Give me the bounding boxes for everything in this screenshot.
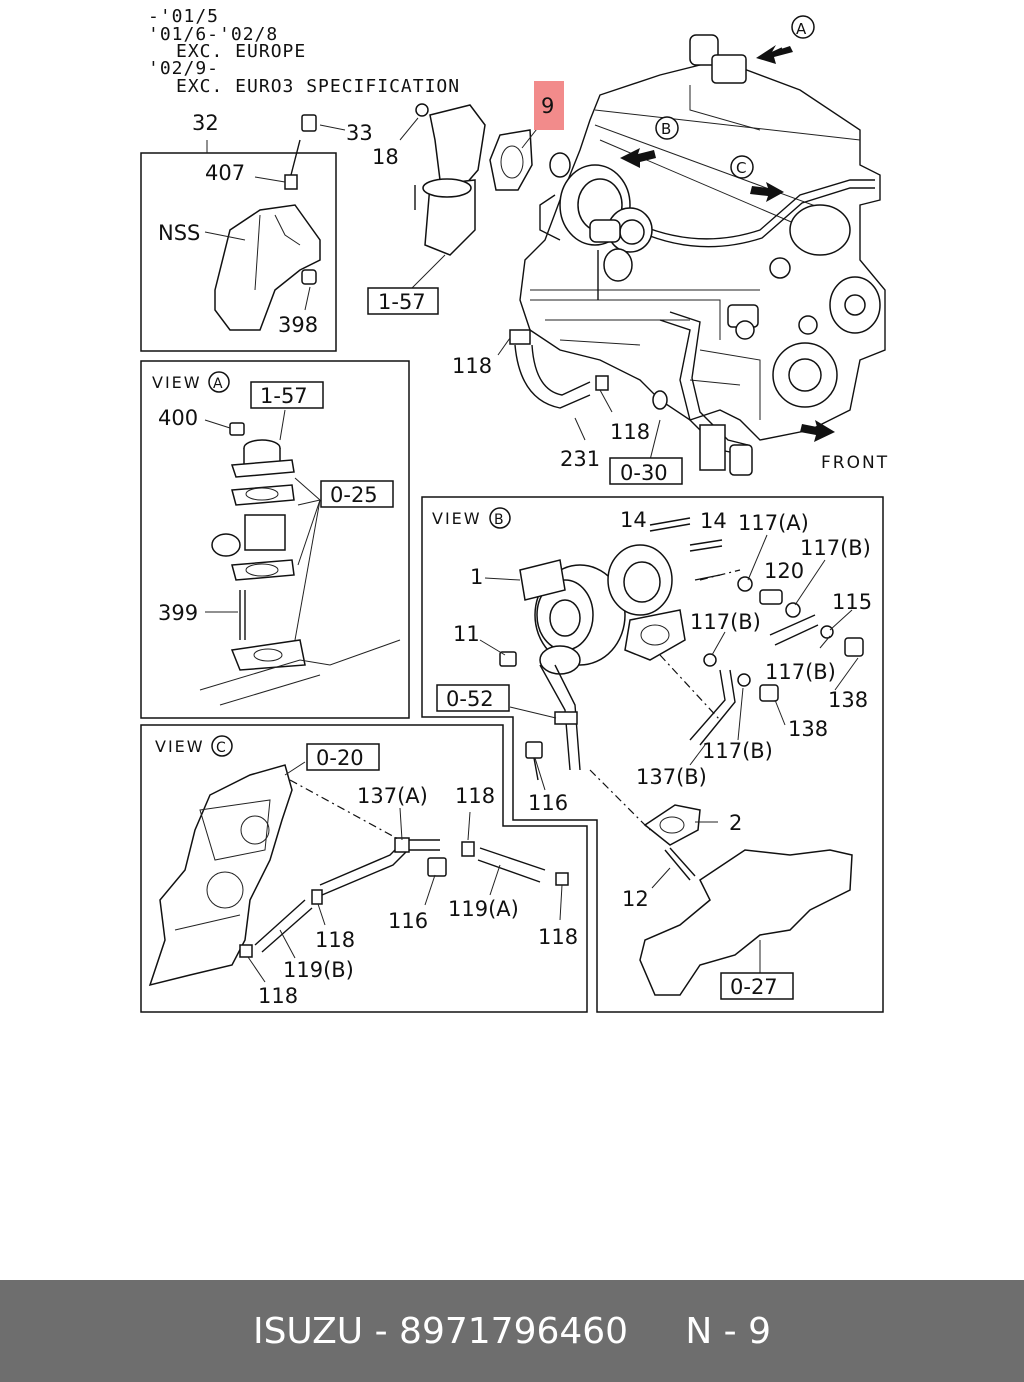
ref-label-0-52[interactable]: 0-52 [446,687,494,711]
view-c [140,724,588,1013]
part-label-2[interactable]: 2 [729,811,742,835]
arrow-a-label: A [796,20,807,38]
ref-box-0-27 [720,972,794,1000]
parts-diagram: -'01/5 '01/6-'02/8 EXC. EUROPE '02/9- EX… [140,6,889,1013]
part-label-18[interactable]: 18 [372,145,399,169]
ref-box-0-52 [436,684,510,712]
part-label-1[interactable]: 1 [470,565,483,589]
part-label-9[interactable]: 9 [541,94,554,118]
part-label-11[interactable]: 11 [453,622,480,646]
part-number: 8971796460 [399,1310,629,1352]
part-label-399[interactable]: 399 [158,601,198,625]
ref-label-0-25[interactable]: 0-25 [330,483,378,507]
view-a-title: VIEW [152,373,202,392]
part-label-117a[interactable]: 117(A) [738,511,809,535]
ref-label-0-27[interactable]: 0-27 [730,975,778,999]
part-label-nss[interactable]: NSS [158,221,200,245]
part-label-118-c3[interactable]: 118 [315,928,355,952]
part-label-115[interactable]: 115 [832,590,872,614]
ref-label-0-30[interactable]: 0-30 [620,461,668,485]
part-label-119b[interactable]: 119(B) [283,958,354,982]
view-b-letter: B [494,512,504,528]
front-label: FRONT [821,453,889,473]
part-label-118-c2[interactable]: 118 [538,925,578,949]
part-label-137a[interactable]: 137(A) [357,784,428,808]
view-a [140,360,410,719]
ref-label-1-57[interactable]: 1-57 [378,290,426,314]
part-label-138-a[interactable]: 138 [828,688,868,712]
part-label-231[interactable]: 231 [560,447,600,471]
diagram-page: N - 9 [685,1310,772,1352]
part-label-138-b[interactable]: 138 [788,717,828,741]
part-label-14-a[interactable]: 14 [620,508,647,532]
ref-box-a-1-57 [250,381,324,409]
part-label-118-c4[interactable]: 118 [258,984,298,1008]
highlight-part-9 [534,81,564,130]
part-label-14-b[interactable]: 14 [700,509,727,533]
engine-drawing: A B C [399,15,886,476]
view-c-title: VIEW [155,737,205,756]
note-line-5: EXC. EURO3 SPECIFICATION [176,76,460,97]
note-line-1: -'01/5 [148,6,219,27]
note-line-2: '01/6-'02/8 [148,24,278,45]
part-label-117b-2[interactable]: 117(B) [690,610,761,634]
view-b [421,496,884,1013]
footer-separator: - [363,1310,400,1352]
arrow-c-label: C [736,159,746,177]
part-label-119a[interactable]: 119(A) [448,897,519,921]
ref-box-0-30 [609,457,683,485]
part-label-116-c[interactable]: 116 [388,909,428,933]
ref-box-1-57 [367,287,439,315]
part-label-118-c1[interactable]: 118 [455,784,495,808]
part-label-116-b[interactable]: 116 [528,791,568,815]
part-label-407[interactable]: 407 [205,161,245,185]
arrow-b-label: B [661,120,671,138]
part-label-398[interactable]: 398 [278,313,318,337]
ref-label-0-20[interactable]: 0-20 [316,746,364,770]
ref-label-a-1-57[interactable]: 1-57 [260,384,308,408]
part-info-footer: ISUZU - 8971796460 N - 9 [0,1280,1024,1382]
note-line-3: EXC. EUROPE [176,41,306,62]
brand-name: ISUZU [252,1310,364,1352]
ref-box-0-25 [320,480,394,508]
part-label-117b-1[interactable]: 117(B) [800,536,871,560]
part-label-400[interactable]: 400 [158,406,198,430]
part-label-117b-4[interactable]: 117(B) [702,739,773,763]
view-b-title: VIEW [432,509,482,528]
view-a-letter: A [213,376,223,392]
note-line-4: '02/9- [148,58,219,79]
part-label-33[interactable]: 33 [346,121,373,145]
part-label-32[interactable]: 32 [192,111,219,135]
part-label-137b[interactable]: 137(B) [636,765,707,789]
view-c-letter: C [216,740,226,756]
inset-32 [140,114,346,352]
part-label-118-a[interactable]: 118 [452,354,492,378]
part-label-117b-3[interactable]: 117(B) [765,660,836,684]
footer-gap [628,1311,685,1352]
part-label-120[interactable]: 120 [764,559,804,583]
part-label-12[interactable]: 12 [622,887,649,911]
spec-notes: -'01/5 '01/6-'02/8 EXC. EUROPE '02/9- EX… [148,6,460,97]
ref-box-0-20 [306,743,380,771]
part-label-118-b[interactable]: 118 [610,420,650,444]
